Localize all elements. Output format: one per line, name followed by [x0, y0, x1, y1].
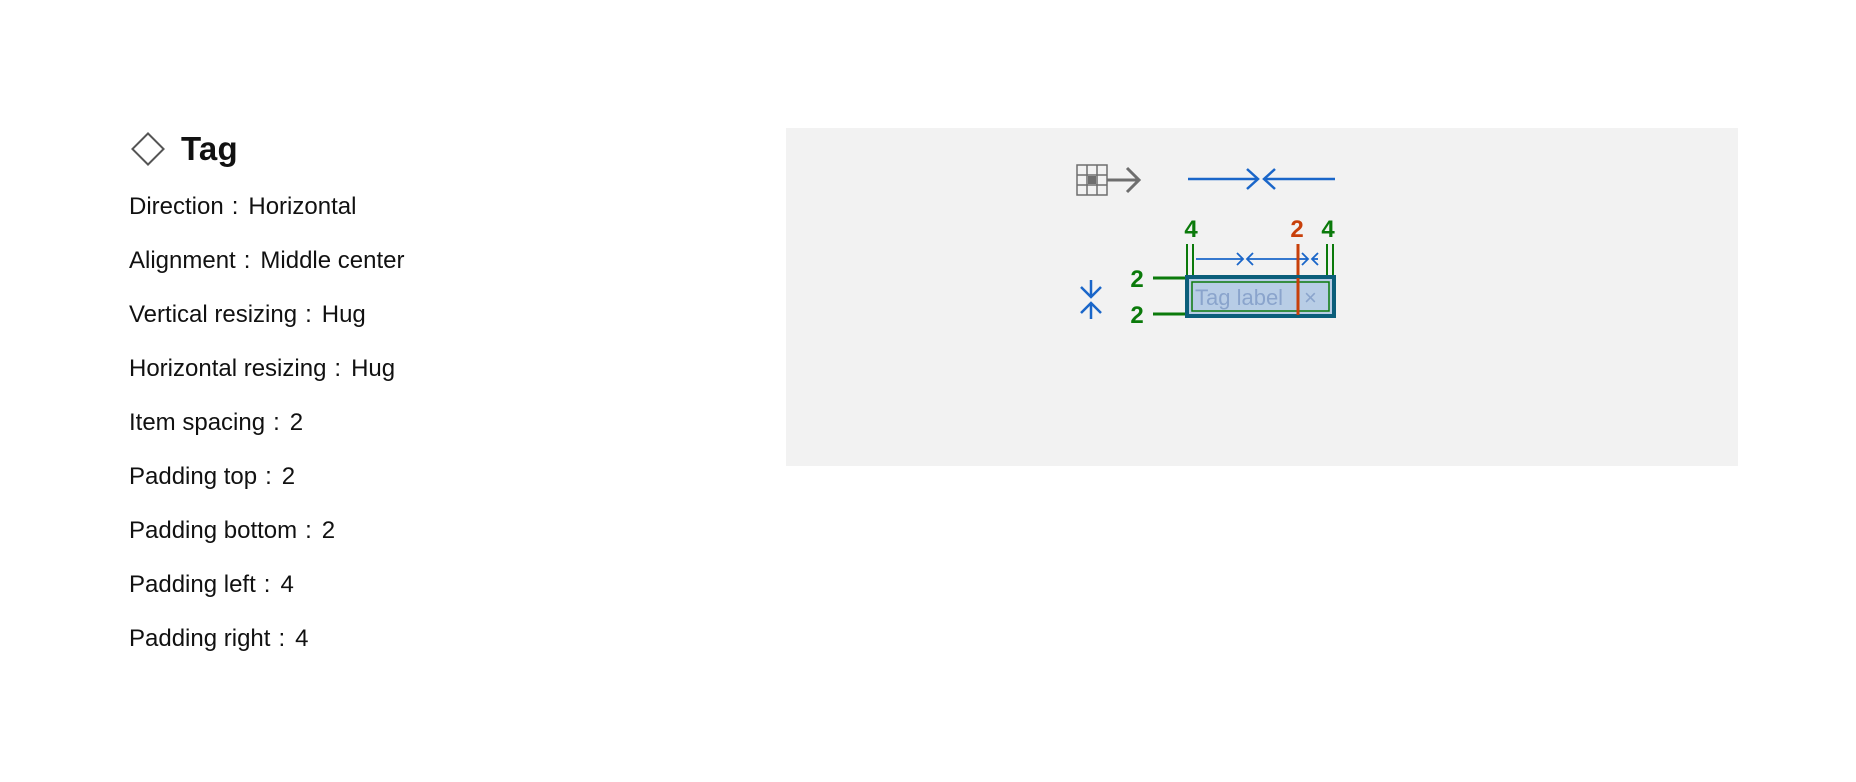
- component-header: Tag: [129, 126, 689, 172]
- component-title: Tag: [181, 130, 238, 167]
- property-value: Hug: [321, 301, 366, 328]
- property-separator: :: [231, 193, 239, 220]
- padding-bottom-label: 2: [1130, 302, 1143, 329]
- property-row-padding-right: Padding right : 4: [129, 612, 689, 666]
- property-label: Padding top: [129, 463, 258, 490]
- property-label: Padding left: [129, 571, 256, 598]
- property-value: 4: [295, 625, 309, 652]
- property-separator: :: [305, 517, 312, 544]
- close-icon: ×: [1304, 285, 1317, 310]
- component-diamond-icon: [129, 130, 167, 168]
- property-value: 2: [289, 409, 304, 436]
- property-label: Padding right: [129, 625, 271, 652]
- property-row-horizontal-resizing: Horizontal resizing : Hug: [129, 342, 689, 396]
- property-value: Hug: [351, 355, 396, 382]
- property-row-item-spacing: Item spacing : 2: [129, 396, 689, 450]
- property-row-direction: Direction : Horizontal: [129, 180, 689, 234]
- hug-vertical-icon: [1080, 280, 1102, 319]
- layout-diagram-canvas: 4 2 4: [1076, 164, 1336, 329]
- property-row-padding-top: Padding top : 2: [129, 450, 689, 504]
- padding-right-label: 4: [1321, 216, 1335, 243]
- property-separator: :: [265, 463, 272, 490]
- property-label: Direction: [129, 193, 224, 220]
- grid-arrow-right-icon: [1076, 164, 1142, 196]
- property-label: Item spacing: [129, 409, 266, 436]
- property-value: Horizontal: [248, 193, 357, 220]
- property-separator: :: [263, 571, 271, 598]
- property-value: 2: [321, 517, 336, 544]
- property-label: Padding bottom: [129, 517, 298, 544]
- padding-left-label: 4: [1184, 216, 1198, 243]
- tag-component: Tag label ×: [1185, 275, 1336, 318]
- item-spacing-label: 2: [1290, 216, 1303, 243]
- property-value: Middle center: [260, 247, 405, 274]
- property-row-padding-left: Padding left : 4: [129, 558, 689, 612]
- property-separator: :: [278, 625, 286, 652]
- property-separator: :: [273, 409, 280, 436]
- property-row-padding-bottom: Padding bottom : 2: [129, 504, 689, 558]
- property-label: Horizontal resizing: [129, 355, 327, 382]
- hug-horizontal-icon: [1188, 168, 1335, 190]
- property-separator: :: [305, 301, 312, 328]
- property-separator: :: [243, 247, 251, 274]
- property-row-alignment: Alignment : Middle center: [129, 234, 689, 288]
- children-hug-arrows: [1196, 252, 1319, 266]
- property-label: Vertical resizing: [129, 301, 298, 328]
- property-value: 4: [280, 571, 294, 598]
- properties-panel: Tag Direction : Horizontal Alignment : M…: [129, 126, 689, 666]
- padding-top-label: 2: [1130, 266, 1143, 293]
- property-label: Alignment: [129, 247, 236, 274]
- property-value: 2: [281, 463, 296, 490]
- property-separator: :: [334, 355, 342, 382]
- property-row-vertical-resizing: Vertical resizing : Hug: [129, 288, 689, 342]
- layout-diagram: 4 2 4: [786, 128, 1738, 466]
- tag-label: Tag label: [1195, 285, 1283, 310]
